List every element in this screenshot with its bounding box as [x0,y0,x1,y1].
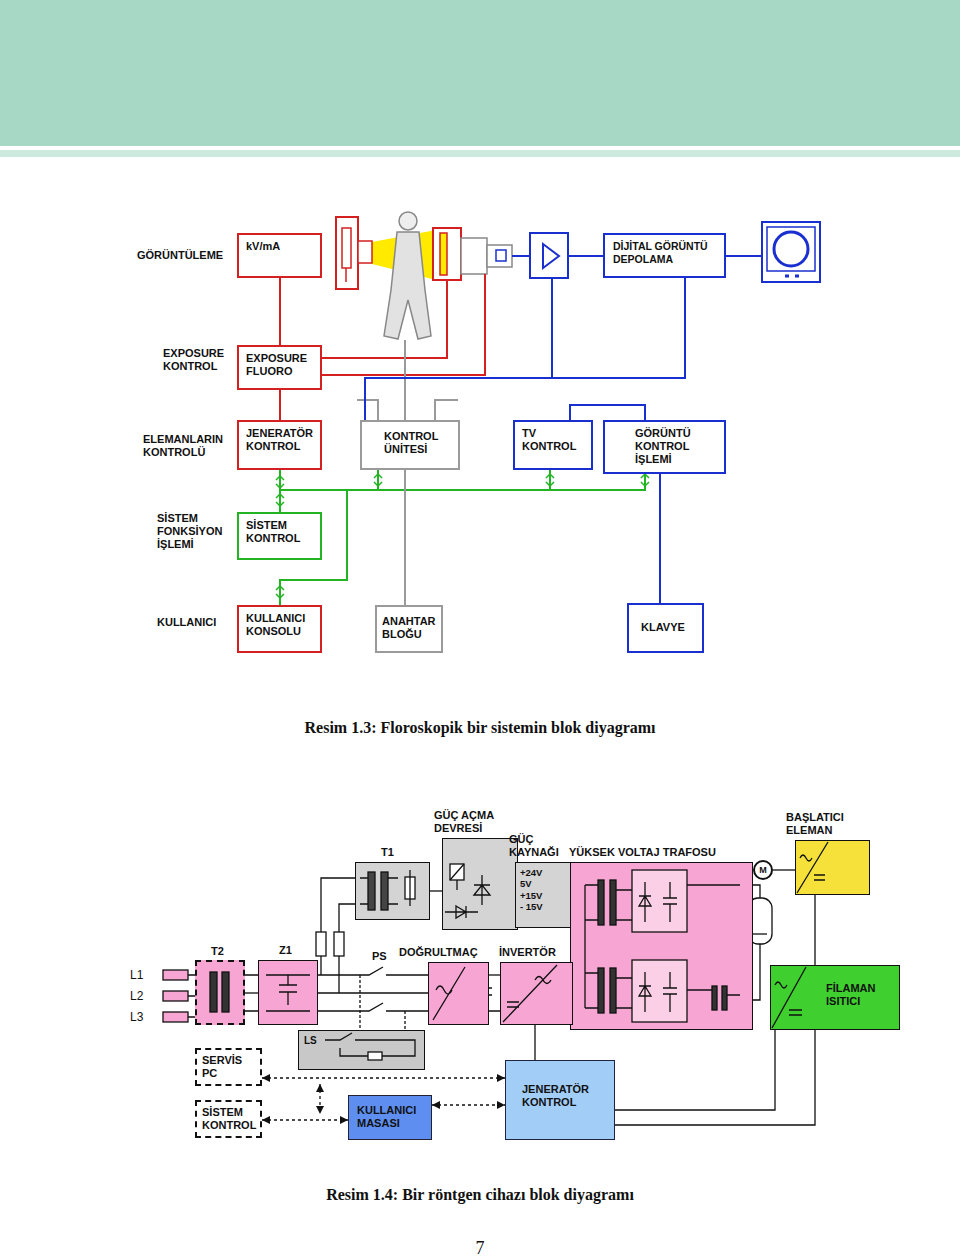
box-text: JENERATÖR KONTROL [246,427,316,453]
box-heading: T1 [381,846,411,859]
connector-line [773,869,795,870]
connector-line [570,405,645,420]
box-text: DİJİTAL GÖRÜNTÜ DEPOLAMA [613,240,720,265]
box-text: +24V [520,867,572,878]
block-box: SERVİS PC [195,1048,262,1086]
block-box: KULLANICI MASASI [348,1095,432,1140]
box-text: LS [304,1035,420,1047]
connector-line [279,390,281,420]
block-box: KLAVYE [627,603,704,653]
box-heading: FİLAMAN ISITICI [826,982,896,1008]
connector-line [489,974,500,975]
diagram-label: L1 [130,968,158,982]
block-box: M [753,860,773,880]
block-box: İNVERTÖR [500,962,573,1025]
box-text: +15V [520,890,572,901]
diagram-label: SİSTEM FONKSİYON İŞLEMİ [157,512,232,552]
connector-line [615,1030,775,1110]
box-text: M [755,862,771,878]
box-text: 5V [520,878,572,889]
box-heading: Z1 [279,944,309,957]
box-text: EXPOSURE FLUORO [246,352,316,378]
box-heading: İNVERTÖR [499,946,569,959]
connector-line [245,992,258,993]
box-symbols [210,842,828,1060]
box-text: SİSTEM KONTROL [202,1106,257,1132]
block-box: TV KONTROL [513,420,593,470]
block-box: SİSTEM KONTROL [237,512,322,560]
block-box: GÖRÜNTÜ KONTROL İŞLEMİ [603,420,726,474]
block-box: JENERATÖR KONTROL [505,1060,615,1140]
box-text: kV/mA [246,240,316,253]
block-box: T2 [195,960,245,1025]
box-text: GÖRÜNTÜ KONTROL İŞLEMİ [635,427,720,467]
connector-line [432,1104,505,1105]
connector-line [365,278,685,420]
header-band [0,0,960,146]
box-heading: T2 [211,945,241,958]
fluoro-illustration [336,212,820,339]
connector-line [534,1025,535,1060]
box-text: KULLANICI KONSOLU [246,612,316,638]
diagram-label: PS [372,950,394,963]
box-text: KULLANICI MASASI [357,1104,427,1130]
box-text: ANAHTAR BLOĞU [382,615,438,641]
box-text: KONTROL ÜNİTESİ [384,430,454,456]
connector-line [318,992,428,993]
block-box: DOĞRULTMAÇ [428,962,489,1025]
block-box: JENERATÖR KONTROL [237,420,322,470]
diagram-label: ELEMANLARIN KONTROLÜ [143,433,235,459]
connector-line [280,470,550,490]
fluoro-wires [276,274,649,598]
connector-line [659,474,661,603]
box-heading: YÜKSEK VOLTAJ TRAFOSU [569,846,749,859]
connector-line [279,278,281,345]
diagram-label: Resim 1.3: Floroskopik bir sistemin blok… [0,718,960,737]
block-box: DİJİTAL GÖRÜNTÜ DEPOLAMA [603,233,726,278]
block-box: BAŞLATICI ELEMAN [795,840,870,895]
diagram-label: 7 [0,1238,960,1258]
connector-line [280,470,378,490]
box-text: JENERATÖR KONTROL [522,1083,610,1109]
block-box: Z1 [258,960,318,1025]
connector-line [262,1077,505,1078]
diagram-label: L3 [130,1010,158,1024]
block-box: EXPOSURE FLUORO [237,345,322,390]
connector-line [262,1119,348,1120]
header-stripe [0,150,960,157]
diagram-label: GÖRÜNTÜLEME [137,249,232,262]
diagram-label: KULLANICI [157,616,237,629]
block-box: GÜÇ AÇMA DEVRESİ [442,838,518,930]
box-text: KLAVYE [641,621,698,634]
box-text: - 15V [520,901,572,912]
diagram-label: Resim 1.4: Bir röntgen cihazı blok diyag… [0,1185,960,1204]
box-text: TV KONTROL [522,427,587,453]
connector-line [280,470,645,490]
block-box: FİLAMAN ISITICI [770,965,900,1030]
block-box: kV/mA [237,233,322,278]
block-box: SİSTEM KONTROL [195,1100,262,1138]
box-heading: GÜÇ AÇMA DEVRESİ [434,809,514,835]
block-box: ANAHTAR BLOĞU [375,605,443,653]
box-heading: BAŞLATICI ELEMAN [786,811,866,837]
block-box: T1 [355,862,430,920]
box-heading: DOĞRULTMAÇ [399,946,485,959]
connector-line [430,890,442,891]
box-text: SERVİS PC [202,1054,257,1080]
box-heading: GÜÇ KAYNAĞI [509,833,571,859]
block-box: KULLANICI KONSOLU [237,605,322,653]
diagram-label: L2 [130,989,158,1003]
box-text: SİSTEM KONTROL [246,519,316,545]
block-box: KONTROL ÜNİTESİ [360,420,460,470]
diagram-label: EXPOSURE KONTROL [163,347,233,373]
block-box: GÜÇ KAYNAĞI+24V5V+15V- 15V [515,862,575,928]
block-box: LS [298,1030,425,1070]
block-box: YÜKSEK VOLTAJ TRAFOSU [570,862,753,1030]
connector-line [404,470,406,605]
